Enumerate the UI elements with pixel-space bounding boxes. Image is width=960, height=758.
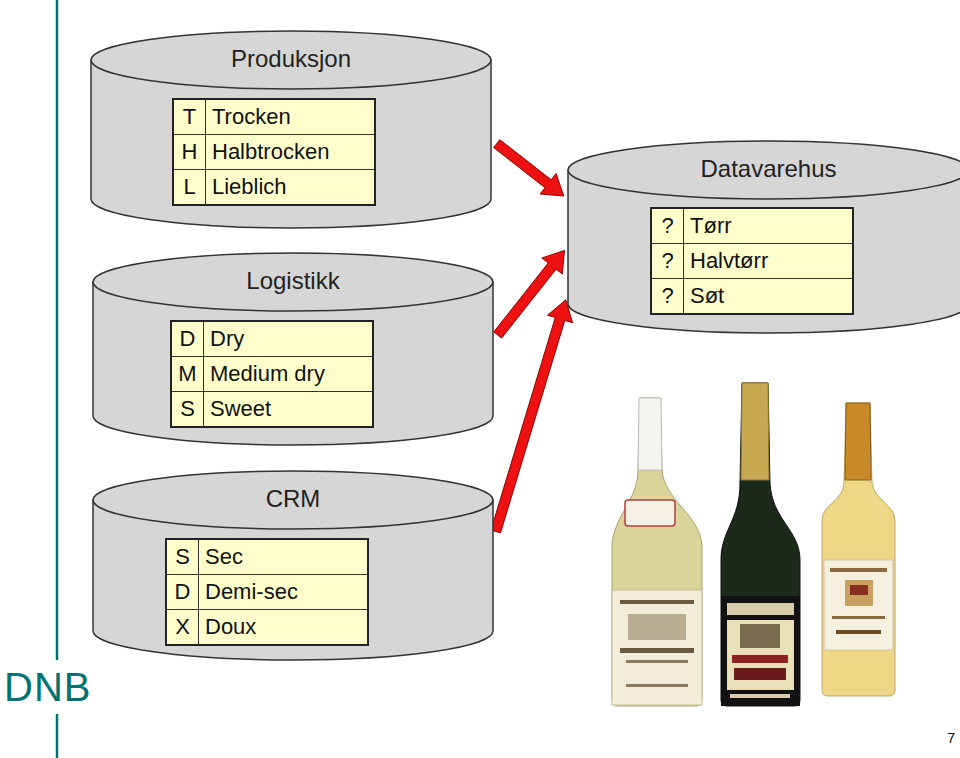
label-line <box>732 655 788 663</box>
cylinder-top <box>93 471 493 529</box>
code-cell: ? <box>652 209 684 244</box>
label-line <box>836 630 881 634</box>
value-cell: Lieblich <box>206 170 374 204</box>
bottle-label <box>721 596 800 706</box>
code-cell: D <box>167 575 199 610</box>
code-table: ?Tørr?Halvtørr?Søt <box>650 207 854 315</box>
value-cell: Sec <box>199 540 367 575</box>
value-cell: Tørr <box>684 209 852 244</box>
value-cell: Halbtrocken <box>206 135 374 170</box>
database-cylinder: LogistikkDDryMMedium drySSweet <box>92 252 494 447</box>
database-title: Logistikk <box>92 267 494 295</box>
value-cell: Medium dry <box>204 357 372 392</box>
label-panel <box>727 620 794 690</box>
bottle-capsule <box>741 383 769 480</box>
code-table: TTrockenHHalbtrockenLLieblich <box>172 98 376 206</box>
label-line <box>626 684 688 687</box>
database-title: Datavarehus <box>567 155 960 183</box>
code-cell: M <box>172 357 204 392</box>
database-title: Produksjon <box>90 45 492 73</box>
code-cell: X <box>167 610 199 644</box>
label-crest <box>850 585 868 595</box>
label-line <box>626 660 688 663</box>
code-cell: D <box>172 322 204 357</box>
label-line <box>730 694 790 698</box>
page-number: 7 <box>947 729 955 747</box>
company-logo: DNB <box>4 664 91 710</box>
value-cell: Demi-sec <box>199 575 367 610</box>
cylinder-top <box>91 31 491 89</box>
wine-bottle <box>721 383 800 706</box>
cylinder-top <box>568 141 960 199</box>
label-line <box>832 616 885 619</box>
code-cell: S <box>167 540 199 575</box>
value-cell: Søt <box>684 279 852 313</box>
code-cell: S <box>172 392 204 426</box>
label-crest <box>845 580 873 606</box>
code-table: SSecDDemi-secXDoux <box>165 538 369 646</box>
label-line <box>620 600 694 604</box>
database-title: CRM <box>92 485 494 513</box>
value-cell: Doux <box>199 610 367 644</box>
label-line <box>620 648 694 653</box>
bottle-capsule <box>638 398 662 470</box>
flow-arrow <box>491 300 573 533</box>
code-cell: ? <box>652 279 684 313</box>
wine-bottle <box>822 403 895 696</box>
cylinder-top <box>93 253 493 311</box>
value-cell: Dry <box>204 322 372 357</box>
label-line <box>734 668 786 680</box>
flow-arrow <box>494 140 564 196</box>
code-cell: T <box>174 100 206 135</box>
accent-line <box>56 714 59 758</box>
label-picture <box>740 624 780 648</box>
code-table: DDryMMedium drySSweet <box>170 320 374 428</box>
database-cylinder: ProduksjonTTrockenHHalbtrockenLLieblich <box>90 30 492 230</box>
bottle-label <box>612 590 702 705</box>
code-cell: L <box>174 170 206 204</box>
wine-bottle <box>612 398 702 706</box>
database-cylinder: Datavarehus?Tørr?Halvtørr?Søt <box>567 140 960 335</box>
label-line <box>830 568 887 572</box>
accent-line <box>56 0 59 660</box>
bottle-label <box>824 560 893 650</box>
value-cell: Sweet <box>204 392 372 426</box>
value-cell: Trocken <box>206 100 374 135</box>
neck-label <box>625 500 675 526</box>
database-cylinder: CRM SSecDDemi-secXDoux <box>92 470 494 662</box>
value-cell: Halvtørr <box>684 244 852 279</box>
code-cell: H <box>174 135 206 170</box>
code-cell: ? <box>652 244 684 279</box>
bottle-capsule <box>845 403 871 480</box>
label-band <box>727 603 794 615</box>
label-picture <box>628 614 686 640</box>
